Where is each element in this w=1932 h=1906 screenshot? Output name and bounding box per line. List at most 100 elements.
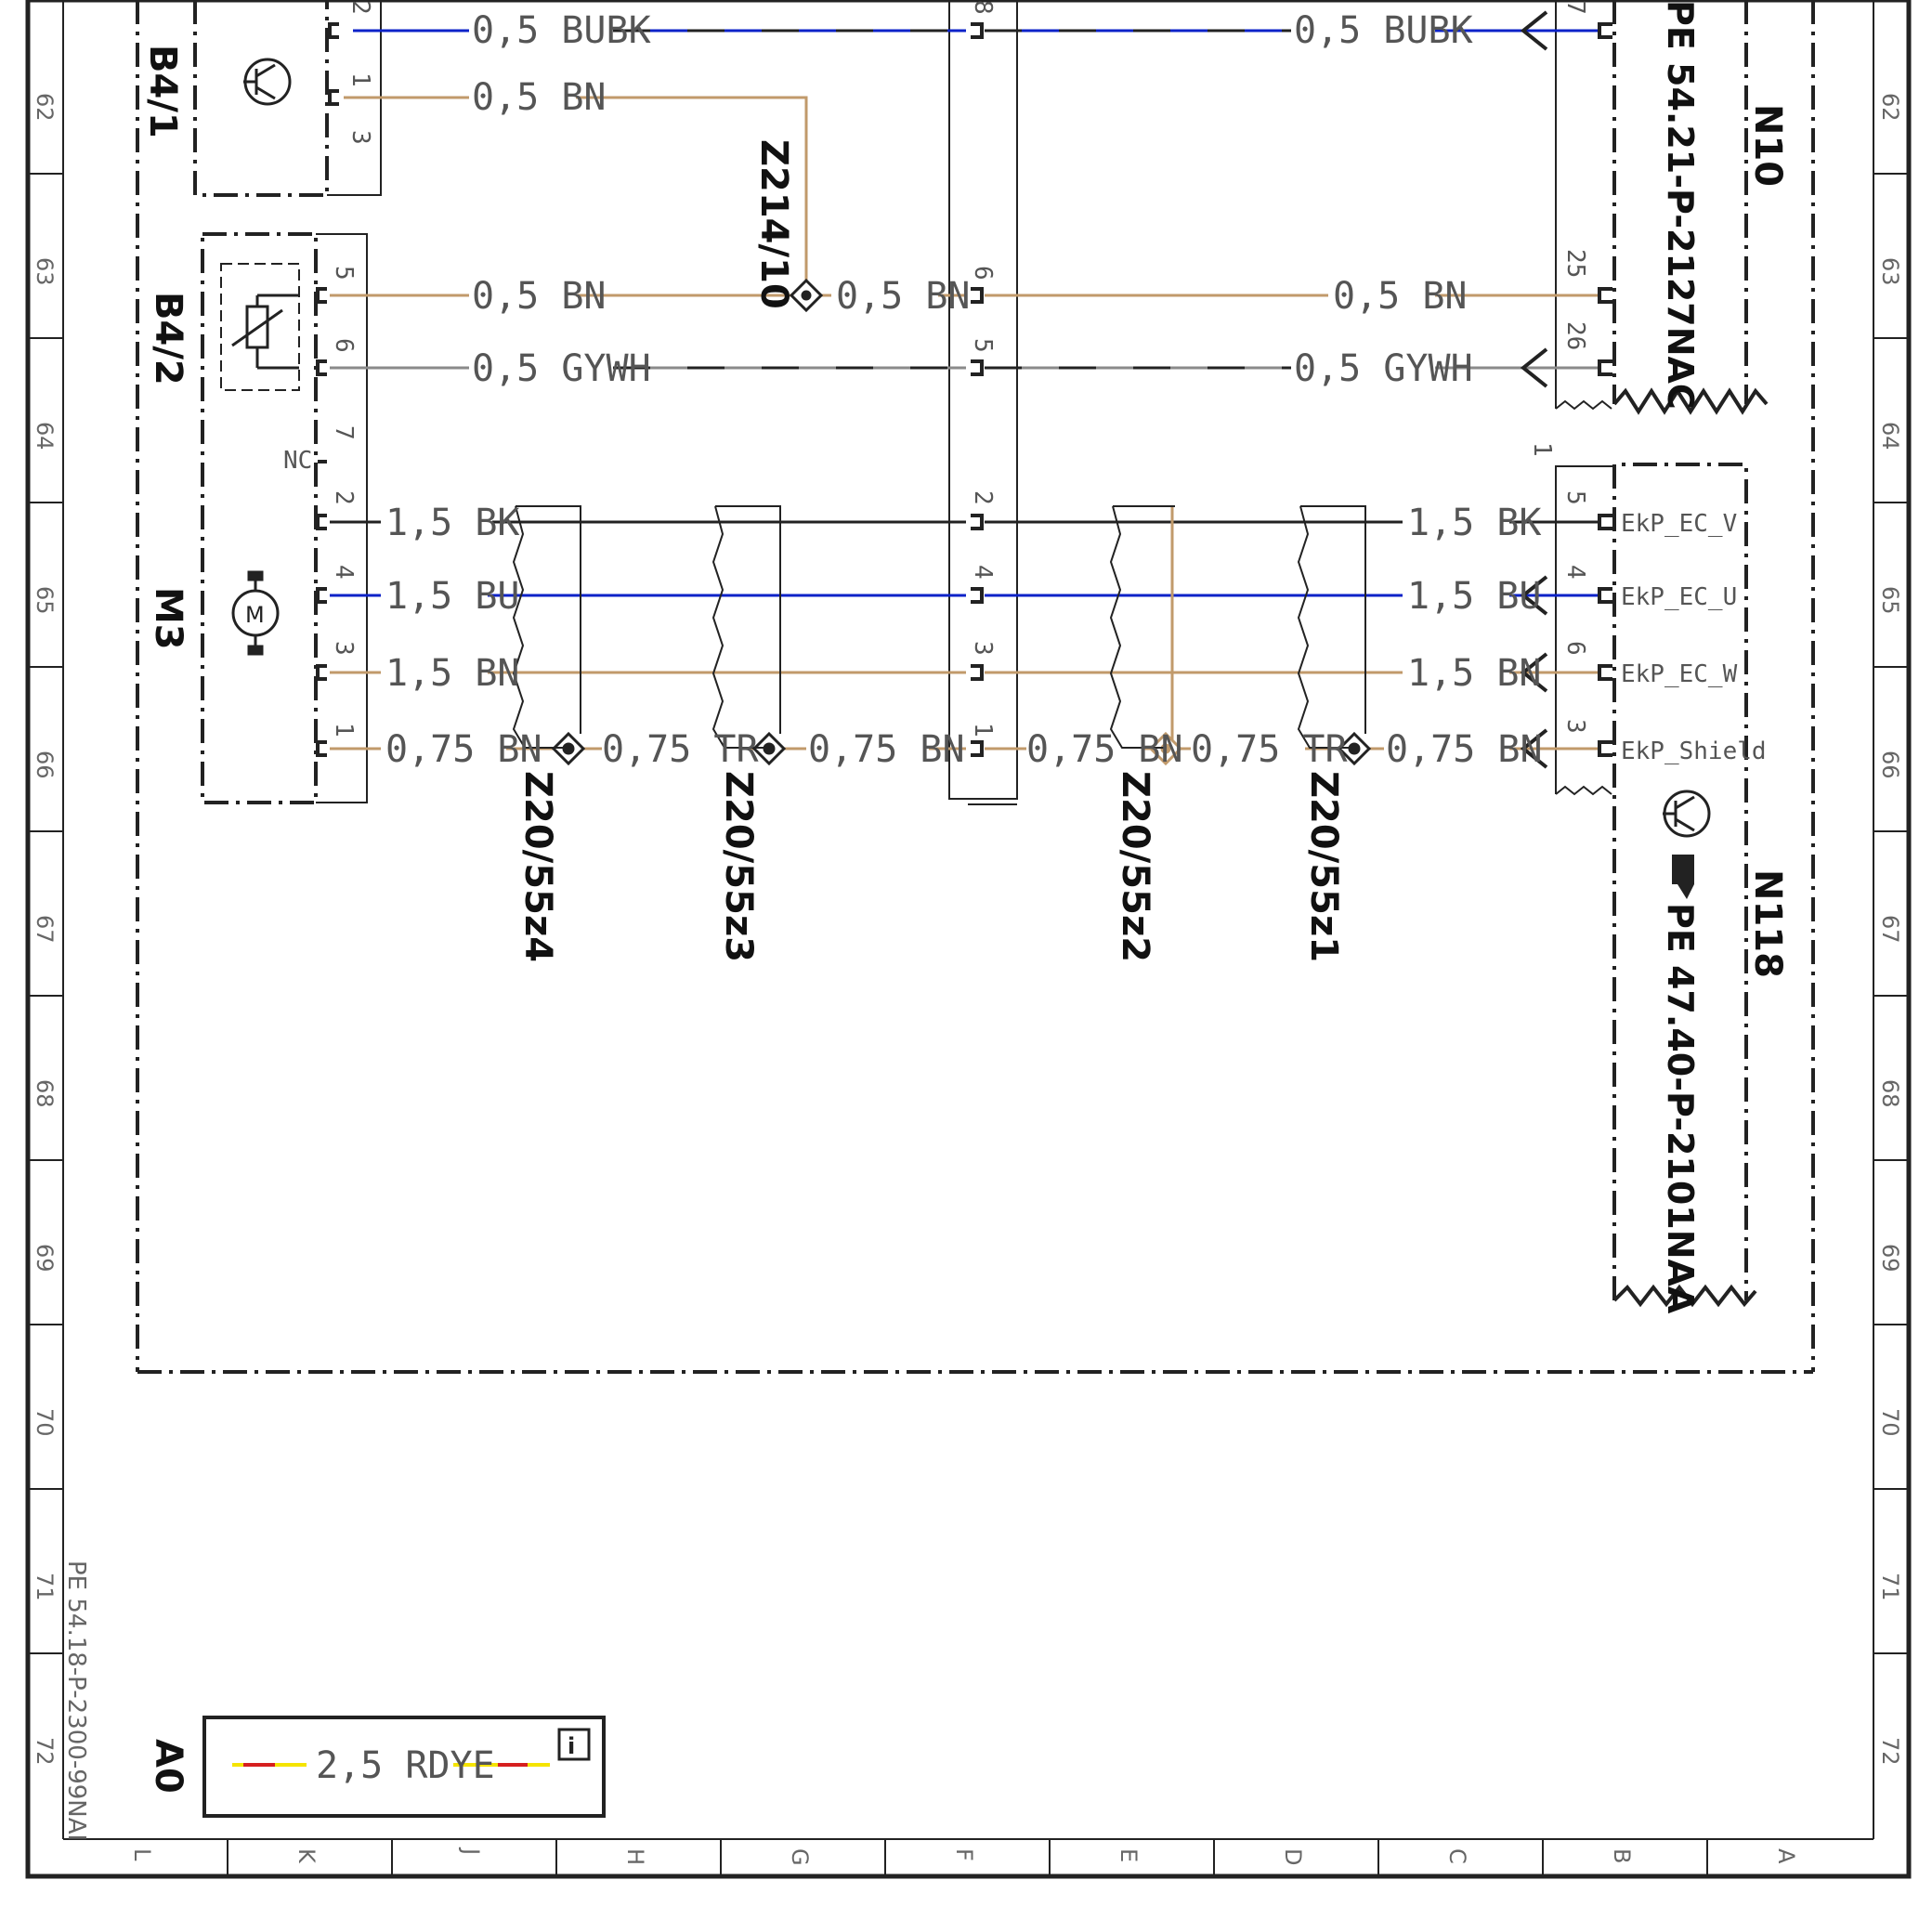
row-70-right: 70: [1877, 1408, 1903, 1437]
n10-pin-7: 7: [1561, 0, 1589, 15]
z20-55z4-label: Z20/55z4: [516, 771, 559, 962]
z214-10-label: Z214/10: [752, 139, 795, 309]
mid-pin-3: 3: [969, 641, 997, 656]
wire-label-bubk-right: 0,5 BUBK: [1294, 9, 1473, 52]
wire-labels: 0,5 BUBK 0,5 BUBK 0,5 BN 0,5 BN 0,5 BN 0…: [385, 7, 1543, 771]
n118-label: N118: [1746, 869, 1789, 978]
wire-label-bn-b42: 0,5 BN: [472, 275, 607, 318]
splice-z214-10: [789, 278, 824, 313]
a0-label: A0: [147, 1739, 189, 1794]
wire-label-tr075-2: 0,75 TR: [1191, 728, 1348, 771]
wire-label-bn-b41: 0,5 BN: [472, 76, 607, 119]
wire-label-bn075-1: 0,75 BN: [385, 728, 542, 771]
wire-label-bn075-2: 0,75 BN: [808, 728, 965, 771]
nc-label: NC: [283, 447, 312, 475]
b4-1-label: B4/1: [141, 45, 184, 138]
z20-55z3-label: Z20/55z3: [717, 771, 760, 962]
thermistor-icon: [231, 294, 299, 370]
b41-pin-3: 3: [346, 130, 374, 145]
mid-pin-5: 5: [969, 338, 997, 353]
n118-pin-4: 4: [1561, 565, 1589, 580]
col-B: B: [1609, 1848, 1635, 1863]
row-numbers: 62 63 64 65 66 67 68 69 70 71 72 62 63 6…: [32, 93, 1903, 1766]
col-K: K: [294, 1848, 320, 1864]
mid-pin-8: 8: [969, 0, 997, 15]
wire-label-bubk-left: 0,5 BUBK: [472, 9, 651, 52]
n118-pin-5: 5: [1561, 490, 1589, 505]
wire-label-gywh-right: 0,5 GYWH: [1294, 347, 1473, 390]
n10-reference: PE 54.21-P-2127NAC: [1660, 0, 1701, 410]
wire-label-tr075-1: 0,75 TR: [602, 728, 759, 771]
row-70: 70: [32, 1408, 58, 1437]
row-66-right: 66: [1877, 751, 1903, 779]
signal-ekp-ec-v: EkP_EC_V: [1621, 510, 1737, 538]
sheet-frame: [25, 0, 1912, 1879]
mid-pin-2: 2: [969, 490, 997, 505]
row-68-right: 68: [1877, 1079, 1903, 1108]
b4-2-label: B4/2: [147, 292, 189, 385]
wire-label-bk-left: 1,5 BK: [385, 502, 520, 544]
col-L: L: [129, 1848, 155, 1861]
m3-pin-3: 3: [330, 641, 358, 656]
sensor-symbol-icon: [1663, 790, 1711, 838]
b4-1-component: B4/1 2 1 3: [141, 0, 382, 197]
a0-wire-label: 2,5 RDYE: [316, 1744, 495, 1787]
row-62: 62: [32, 93, 58, 122]
mid-pin-4: 4: [969, 565, 997, 580]
col-D: D: [1280, 1848, 1306, 1865]
n10-pin-26: 26: [1561, 321, 1589, 350]
row-68: 68: [32, 1079, 58, 1108]
m3-pin-4: 4: [330, 565, 358, 580]
b4-2-m3-component: M B4/2 M3 5 6 7 NC 2 4 3 1: [147, 232, 368, 804]
col-C: C: [1444, 1848, 1470, 1864]
row-67: 67: [32, 915, 58, 944]
b41-pin-2: 2: [346, 0, 374, 15]
info-icon[interactable]: i: [557, 1728, 591, 1761]
pin-terminals: [316, 22, 1612, 757]
n10-component: N10 PE 54.21-P-2127NAC 7 25 26: [1555, 0, 1789, 415]
pressure-sensor-icon: [243, 58, 292, 106]
row-65: 65: [32, 586, 58, 615]
row-64: 64: [32, 422, 58, 450]
row-71-right: 71: [1877, 1573, 1903, 1601]
n118-group-pin: 1: [1528, 442, 1556, 457]
n10-label: N10: [1746, 104, 1789, 187]
pointing-hand-icon: [1672, 855, 1694, 899]
mid-pin-1: 1: [969, 723, 997, 738]
wire-label-bn15-right: 1,5 BN: [1407, 652, 1542, 695]
wire-label-bn-mid: 0,5 BN: [836, 275, 971, 318]
row-63: 63: [32, 257, 58, 286]
middle-connector: 8 6 5 2 4 3 1: [948, 0, 1018, 805]
col-H: H: [622, 1848, 648, 1865]
shield-brackets: [512, 505, 1366, 749]
n118-reference: PE 47.40-P-2101NAA: [1660, 903, 1701, 1314]
b41-pin-1: 1: [346, 72, 374, 87]
row-62-right: 62: [1877, 93, 1903, 122]
sheet-reference: PE 54.18-P-2300-99NAI: [62, 1560, 90, 1841]
m3-pin-2: 2: [330, 490, 358, 505]
col-J: J: [458, 1847, 484, 1855]
signal-ekp-shield: EkP_Shield: [1621, 738, 1767, 765]
wire-label-bn075-3: 0,75 BN: [1026, 728, 1183, 771]
row-67-right: 67: [1877, 915, 1903, 944]
b42-pin-5: 5: [330, 266, 358, 281]
n118-component: 1 N118 PE 47.40-P-2101NAA 5 4 6 3 EkP_EC…: [1528, 442, 1789, 1314]
b42-pin-7: 7: [330, 425, 358, 440]
wire-label-bk-right: 1,5 BK: [1407, 502, 1542, 544]
n118-pin-6: 6: [1561, 641, 1589, 656]
column-letters: L K J H G F E D C B A: [129, 1847, 1799, 1866]
z20-55z2-label: Z20/55z2: [1114, 771, 1156, 962]
wire-label-gywh-left: 0,5 GYWH: [472, 347, 651, 390]
z20-55z1-label: Z20/55z1: [1302, 771, 1345, 962]
row-72-right: 72: [1877, 1737, 1903, 1766]
motor-icon: M: [231, 570, 280, 656]
col-E: E: [1116, 1848, 1142, 1862]
mid-pin-6: 6: [969, 266, 997, 281]
arrow-receptacles: [1520, 10, 1548, 769]
col-F: F: [951, 1848, 977, 1861]
row-69: 69: [32, 1244, 58, 1273]
wire-label-bn15-left: 1,5 BN: [385, 652, 520, 695]
row-69-right: 69: [1877, 1244, 1903, 1273]
wire-label-bu-left: 1,5 BU: [385, 575, 520, 618]
